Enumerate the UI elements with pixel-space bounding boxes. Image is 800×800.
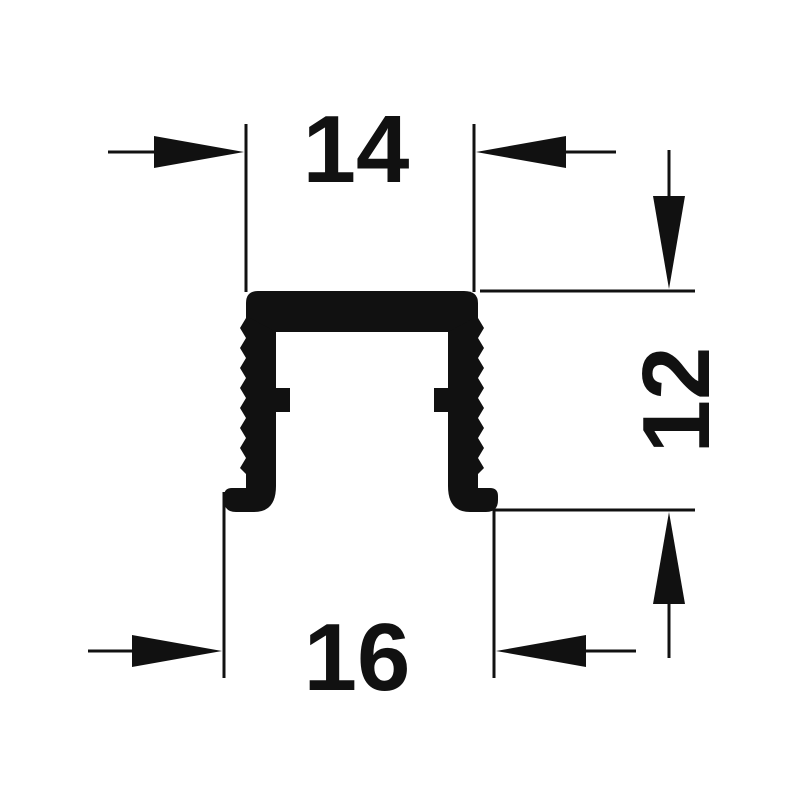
height-dimension: 12 [480, 150, 730, 658]
channel-profile [224, 291, 498, 512]
top-width-label: 14 [303, 96, 410, 203]
height-label: 12 [623, 347, 730, 454]
bottom-left-arrow-icon [132, 635, 222, 667]
profile-right-leg [434, 318, 498, 512]
profile-top-bar [246, 291, 478, 332]
height-bottom-arrow-icon [653, 512, 685, 604]
profile-left-leg [224, 318, 290, 512]
bottom-right-arrow-icon [496, 635, 586, 667]
top-width-dimension: 14 [108, 96, 616, 292]
height-top-arrow-icon [653, 196, 685, 289]
top-left-arrow-icon [154, 136, 244, 168]
top-right-arrow-icon [476, 136, 566, 168]
bottom-width-dimension: 16 [88, 492, 636, 711]
bottom-width-label: 16 [304, 604, 411, 711]
